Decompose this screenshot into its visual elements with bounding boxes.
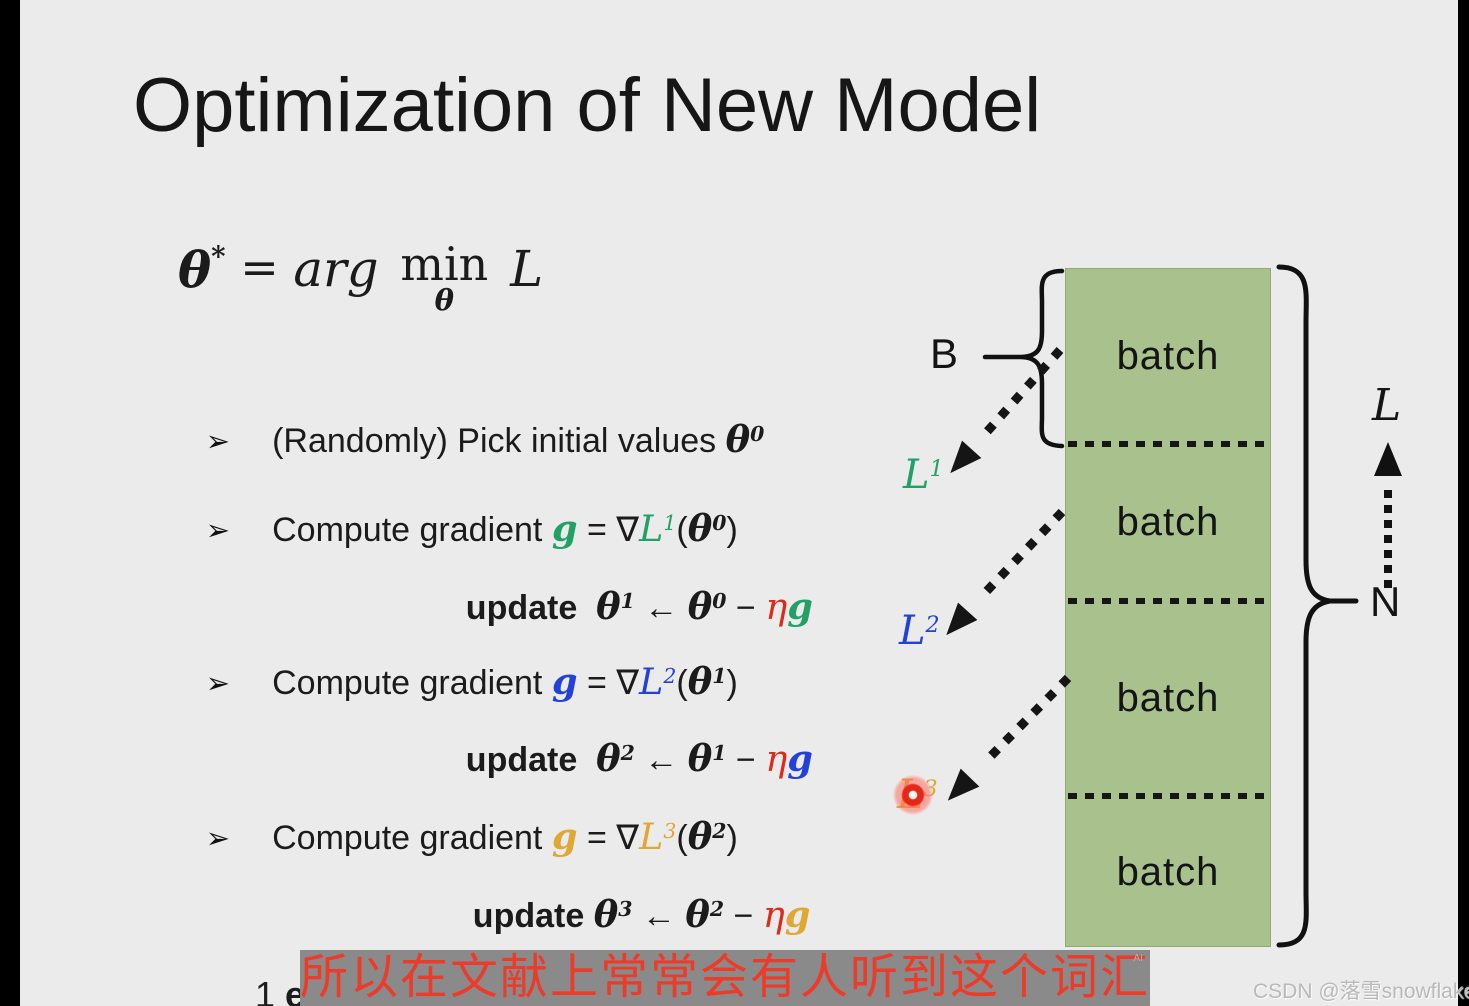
update-line-2: update θ2 ← θ1 − ηg	[465, 736, 813, 780]
dataset-size-label: N	[1370, 578, 1401, 625]
bullet-arrow-icon: ➢	[205, 425, 231, 458]
arrow-batch3-to-L3	[981, 674, 1072, 766]
arrow-head-L1	[950, 440, 982, 474]
arrow-up-head	[1374, 442, 1402, 476]
total-loss-label: L	[1372, 380, 1402, 431]
right-black-bar	[1458, 0, 1469, 1006]
slide-title: Optimization of New Model	[133, 63, 1042, 148]
arrow-head-L2	[946, 602, 978, 636]
bullet-compute-gradient-3: ➢Compute gradient g = ∇L3(θ2)	[205, 814, 738, 858]
bullet-arrow-icon: ➢	[205, 667, 231, 700]
csdn-watermark: CSDN @落雪snowflake	[1253, 980, 1469, 1003]
batch-cell: batch	[1116, 676, 1220, 720]
subtitle-bar: 所以在文献上常常会有人听到这个词汇 AI	[300, 950, 1150, 1006]
brace-b	[1021, 268, 1065, 449]
batch-cell: batch	[1116, 334, 1220, 378]
arrow-head-L3	[947, 768, 980, 801]
bullet-compute-gradient-1: ➢Compute gradient g = ∇L1(θ0)	[205, 506, 738, 550]
objective-formula: θ* = arg min θ L	[178, 237, 544, 318]
batch-size-label: B	[930, 330, 959, 377]
bullet-arrow-icon: ➢	[205, 514, 231, 547]
batch-separator	[1068, 793, 1268, 799]
theta-star: θ	[178, 240, 212, 299]
batch-cell: batch	[1116, 849, 1220, 894]
loss-label-L1: L1	[903, 452, 944, 498]
left-black-bar	[0, 0, 20, 1006]
bullet-arrow-icon: ➢	[205, 822, 231, 855]
brace-n	[1276, 264, 1331, 948]
bullet-compute-gradient-2: ➢Compute gradient g = ∇L2(θ1)	[205, 659, 738, 703]
subtitle-text: 所以在文献上常常会有人听到这个词汇	[300, 951, 1151, 1004]
update-line-1: update θ1 ← θ0 − ηg	[465, 584, 813, 628]
batch-separator	[1068, 441, 1268, 447]
update-line-3: update θ3 ← θ2 − ηg	[472, 892, 811, 936]
ai-badge: AI	[1133, 953, 1143, 964]
batch-column: batch batch batch batch	[1065, 268, 1271, 947]
batch-separator	[1068, 598, 1268, 604]
batch-cell: batch	[1116, 500, 1220, 544]
arrow-batch1-to-L1	[981, 347, 1064, 437]
bullet-pick-initial: ➢(Randomly) Pick initial values θ0	[205, 417, 765, 461]
loss-label-L2: L2	[899, 608, 940, 654]
laser-pointer-dot	[893, 775, 933, 815]
min-operator: min θ	[400, 237, 489, 318]
arrow-batch2-to-L2	[978, 508, 1066, 600]
